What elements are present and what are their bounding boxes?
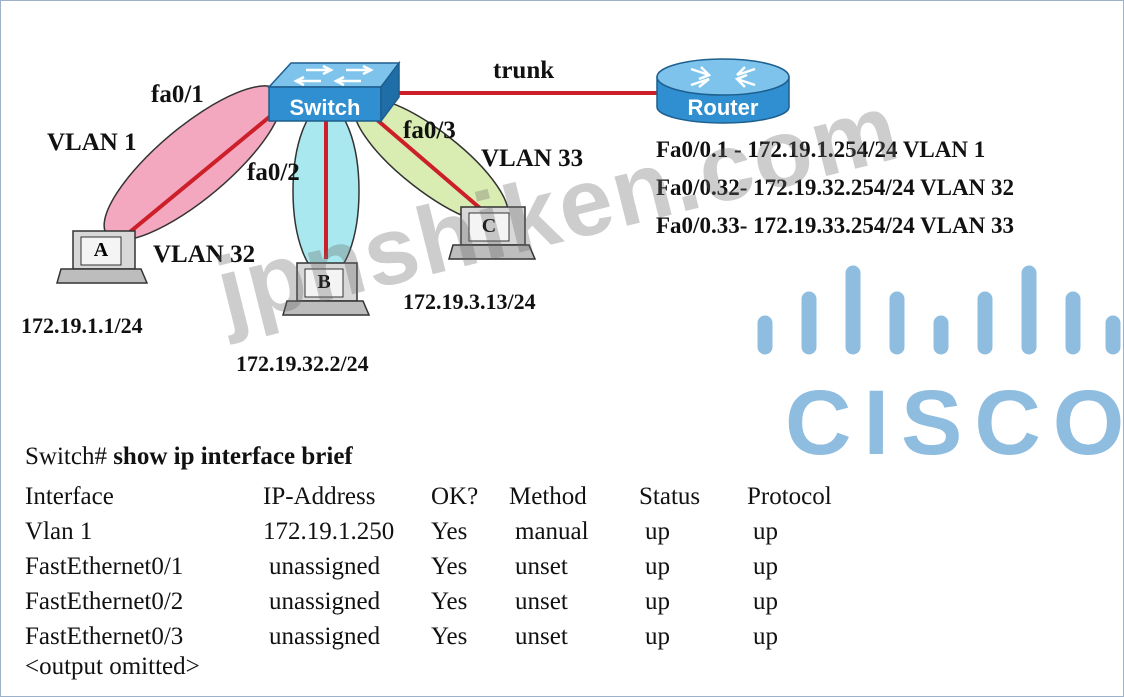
- router-icon: [656, 58, 790, 124]
- pc-c-icon: [448, 206, 537, 260]
- cell-interface: FastEthernet0/2: [25, 587, 184, 615]
- cell-status: up: [645, 587, 670, 615]
- cell-method: unset: [515, 587, 568, 615]
- cli-prompt: Switch#: [25, 443, 114, 470]
- cell-interface: FastEthernet0/1: [25, 552, 184, 580]
- header-ok: OK?: [431, 482, 479, 510]
- pc-a-label: A: [93, 239, 109, 261]
- cell-method: unset: [515, 622, 568, 650]
- cell-protocol: up: [753, 622, 778, 650]
- cell-protocol: up: [753, 587, 778, 615]
- table-row: FastEthernet0/3 unassigned Yes unset up …: [25, 619, 867, 654]
- cell-ip-address: 172.19.1.250: [263, 517, 395, 545]
- cell-ip-address: unassigned: [269, 552, 381, 580]
- interface-brief-table: Interface IP-Address OK? Method Status P…: [25, 479, 867, 654]
- table-row: FastEthernet0/1 unassigned Yes unset up …: [25, 549, 867, 584]
- cli-command-line: Switch# show ip interface brief: [25, 443, 353, 471]
- router-subif-32: Fa0/0.32- 172.19.32.254/24 VLAN 32: [656, 175, 1014, 200]
- header-method: Method: [509, 482, 587, 510]
- pc-b-ip: 172.19.32.2/24: [236, 351, 369, 376]
- cell-method: manual: [515, 517, 589, 545]
- cell-ok: Yes: [431, 552, 468, 580]
- cell-protocol: up: [753, 552, 778, 580]
- cell-interface: FastEthernet0/3: [25, 622, 184, 650]
- pc-a-ip: 172.19.1.1/24: [21, 313, 143, 338]
- switch-icon: [267, 60, 401, 124]
- vlan33-label: VLAN 33: [481, 145, 584, 172]
- cell-ok: Yes: [431, 587, 468, 615]
- cisco-logo: CISCO: [751, 263, 1123, 474]
- cli-command: show ip interface brief: [113, 443, 353, 470]
- cell-status: up: [645, 517, 670, 545]
- header-interface: Interface: [25, 482, 114, 510]
- pc-b-label: B: [317, 271, 331, 293]
- table-header-row: Interface IP-Address OK? Method Status P…: [25, 479, 867, 514]
- cell-ip-address: unassigned: [269, 622, 381, 650]
- table-row: FastEthernet0/2 unassigned Yes unset up …: [25, 584, 867, 619]
- port-fa03-label: fa0/3: [403, 117, 456, 144]
- pc-c-label: C: [481, 215, 497, 237]
- pc-a-icon: [56, 230, 149, 284]
- cell-interface: Vlan 1: [25, 517, 93, 545]
- cell-status: up: [645, 552, 670, 580]
- cell-method: unset: [515, 552, 568, 580]
- link-fa03: [374, 117, 483, 211]
- trunk-label: trunk: [493, 57, 555, 84]
- cell-ok: Yes: [431, 622, 468, 650]
- vlan1-label: VLAN 1: [47, 129, 137, 156]
- header-status: Status: [639, 482, 701, 510]
- vlan32-label: VLAN 32: [153, 241, 256, 268]
- cisco-bars-icon: [757, 265, 1121, 355]
- pc-b-icon: [282, 262, 371, 316]
- cell-ip-address: unassigned: [269, 587, 381, 615]
- header-protocol: Protocol: [747, 482, 832, 510]
- pc-c-ip: 172.19.3.13/24: [403, 289, 536, 314]
- router-subif-1: Fa0/0.1 - 172.19.1.254/24 VLAN 1: [656, 137, 986, 162]
- link-fa01: [117, 107, 281, 243]
- switch-label: Switch: [289, 95, 361, 120]
- table-row: Vlan 1 172.19.1.250 Yes manual up up: [25, 514, 867, 549]
- router-label: Router: [687, 95, 759, 120]
- header-ip-address: IP-Address: [263, 482, 376, 510]
- router-subif-33: Fa0/0.33- 172.19.33.254/24 VLAN 33: [656, 213, 1014, 238]
- cisco-logo-text: CISCO: [785, 372, 1124, 474]
- cell-status: up: [645, 622, 670, 650]
- topology-diagram: [56, 58, 790, 316]
- port-fa02-label: fa0/2: [247, 159, 300, 186]
- cli-output-omitted: <output omitted>: [25, 653, 200, 680]
- cell-ok: Yes: [431, 517, 468, 545]
- cell-protocol: up: [753, 517, 778, 545]
- port-fa01-label: fa0/1: [151, 81, 204, 108]
